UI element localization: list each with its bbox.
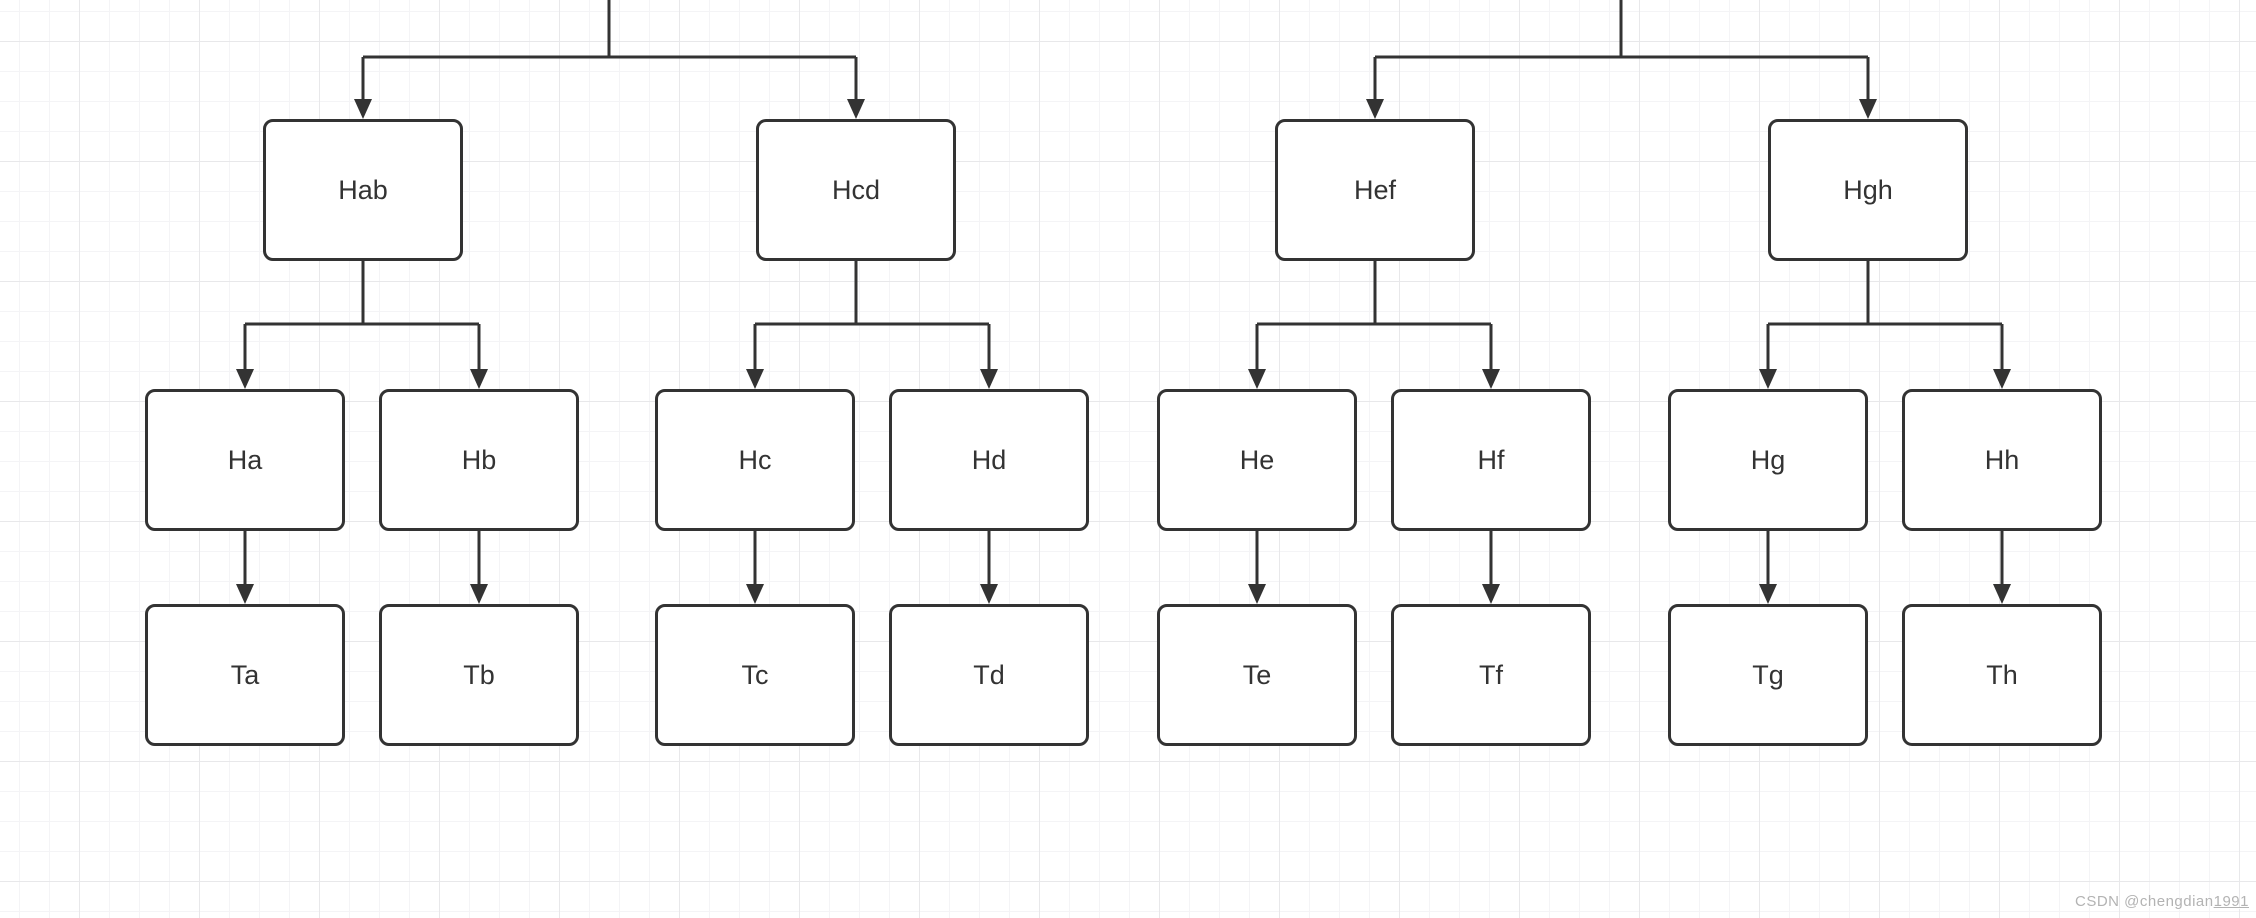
node-label-td: Td bbox=[973, 659, 1005, 690]
node-tc[interactable]: Tc bbox=[655, 604, 855, 746]
arrowhead-icon bbox=[1482, 584, 1500, 604]
node-hgh[interactable]: Hgh bbox=[1768, 119, 1968, 261]
node-tg[interactable]: Tg bbox=[1668, 604, 1868, 746]
arrowhead-icon bbox=[354, 99, 372, 119]
watermark-text: CSDN @chengdian bbox=[2074, 893, 2214, 910]
node-tf[interactable]: Tf bbox=[1391, 604, 1591, 746]
node-td[interactable]: Td bbox=[889, 604, 1089, 746]
node-label-hef: Hef bbox=[1353, 174, 1397, 205]
node-hd[interactable]: Hd bbox=[889, 389, 1089, 531]
arrowhead-icon bbox=[847, 99, 865, 119]
node-hab[interactable]: Hab bbox=[263, 119, 463, 261]
node-hb[interactable]: Hb bbox=[379, 389, 579, 531]
node-label-hd: Hd bbox=[971, 444, 1007, 475]
connector-arrowheads[interactable] bbox=[236, 99, 2011, 604]
node-ha[interactable]: Ha bbox=[145, 389, 345, 531]
arrowhead-icon bbox=[1993, 584, 2011, 604]
node-ta[interactable]: Ta bbox=[145, 604, 345, 746]
node-label-tg: Tg bbox=[1752, 659, 1784, 690]
node-label-tf: Tf bbox=[1479, 659, 1503, 690]
node-hf[interactable]: Hf bbox=[1391, 389, 1591, 531]
node-label-hh: Hh bbox=[1984, 444, 2020, 475]
node-label-tb: Tb bbox=[463, 659, 495, 690]
arrowhead-icon bbox=[1859, 99, 1877, 119]
arrowhead-icon bbox=[1248, 369, 1266, 389]
node-label-hab: Hab bbox=[338, 174, 388, 205]
arrowhead-icon bbox=[746, 369, 764, 389]
arrowhead-icon bbox=[1482, 369, 1500, 389]
node-label-hf: Hf bbox=[1477, 444, 1505, 475]
arrowhead-icon bbox=[1248, 584, 1266, 604]
node-label-tc: Tc bbox=[741, 659, 769, 690]
arrowhead-icon bbox=[470, 369, 488, 389]
node-hh[interactable]: Hh bbox=[1902, 389, 2102, 531]
arrowhead-icon bbox=[1759, 584, 1777, 604]
node-th[interactable]: Th bbox=[1902, 604, 2102, 746]
connector-lines[interactable] bbox=[243, 0, 2004, 586]
watermark-username: 1991 bbox=[2213, 893, 2249, 910]
arrowhead-icon bbox=[746, 584, 764, 604]
node-hg[interactable]: Hg bbox=[1668, 389, 1868, 531]
node-label-th: Th bbox=[1986, 659, 2018, 690]
csdn-watermark: CSDN @chengdian1991 bbox=[2075, 893, 2249, 910]
arrowhead-icon bbox=[236, 369, 254, 389]
node-hcd[interactable]: Hcd bbox=[756, 119, 956, 261]
node-te[interactable]: Te bbox=[1157, 604, 1357, 746]
node-label-hb: Hb bbox=[461, 444, 497, 475]
node-label-hgh: Hgh bbox=[1843, 174, 1893, 205]
arrowhead-icon bbox=[980, 584, 998, 604]
arrowhead-icon bbox=[1366, 99, 1384, 119]
node-label-ta: Ta bbox=[230, 659, 260, 690]
arrowhead-icon bbox=[470, 584, 488, 604]
arrowhead-icon bbox=[1993, 369, 2011, 389]
arrowhead-icon bbox=[1759, 369, 1777, 389]
node-hef[interactable]: Hef bbox=[1275, 119, 1475, 261]
node-hc[interactable]: Hc bbox=[655, 389, 855, 531]
node-label-he: He bbox=[1239, 444, 1275, 475]
arrowhead-icon bbox=[236, 584, 254, 604]
node-he[interactable]: He bbox=[1157, 389, 1357, 531]
node-label-hc: Hc bbox=[738, 444, 772, 475]
node-label-ha: Ha bbox=[227, 444, 263, 475]
node-label-te: Te bbox=[1242, 659, 1272, 690]
arrowhead-icon bbox=[980, 369, 998, 389]
node-label-hcd: Hcd bbox=[831, 174, 880, 205]
node-tb[interactable]: Tb bbox=[379, 604, 579, 746]
node-label-hg: Hg bbox=[1750, 444, 1786, 475]
